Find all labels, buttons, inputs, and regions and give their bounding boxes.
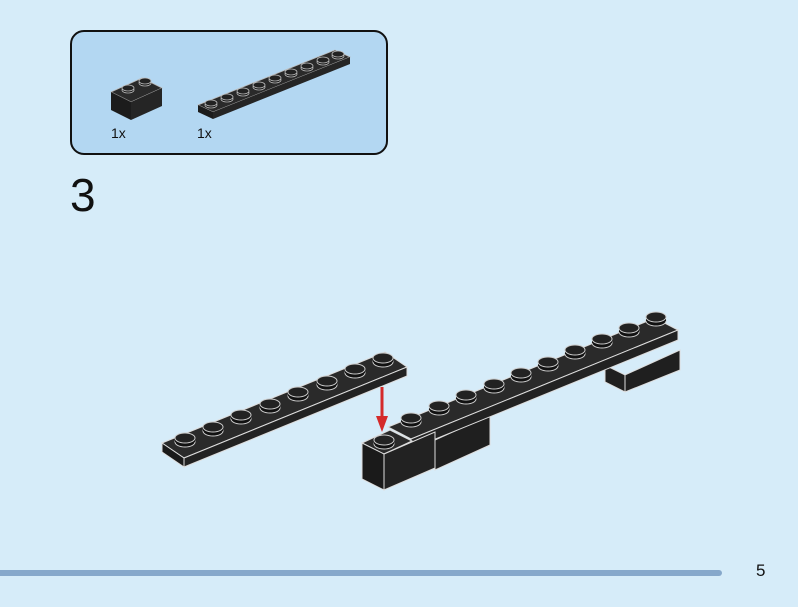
part-quantity-plate: 1x bbox=[197, 125, 212, 141]
step-number: 3 bbox=[70, 169, 96, 221]
down-arrow-icon bbox=[376, 387, 388, 432]
page-number: 5 bbox=[756, 561, 766, 580]
loose-plate-1x10 bbox=[160, 351, 409, 468]
assembled-model bbox=[360, 311, 681, 491]
part-plate-1x10-icon bbox=[196, 49, 352, 119]
part-quantity-brick: 1x bbox=[111, 125, 126, 141]
part-brick-1x2-icon bbox=[110, 77, 163, 120]
page-divider-line bbox=[0, 570, 722, 576]
